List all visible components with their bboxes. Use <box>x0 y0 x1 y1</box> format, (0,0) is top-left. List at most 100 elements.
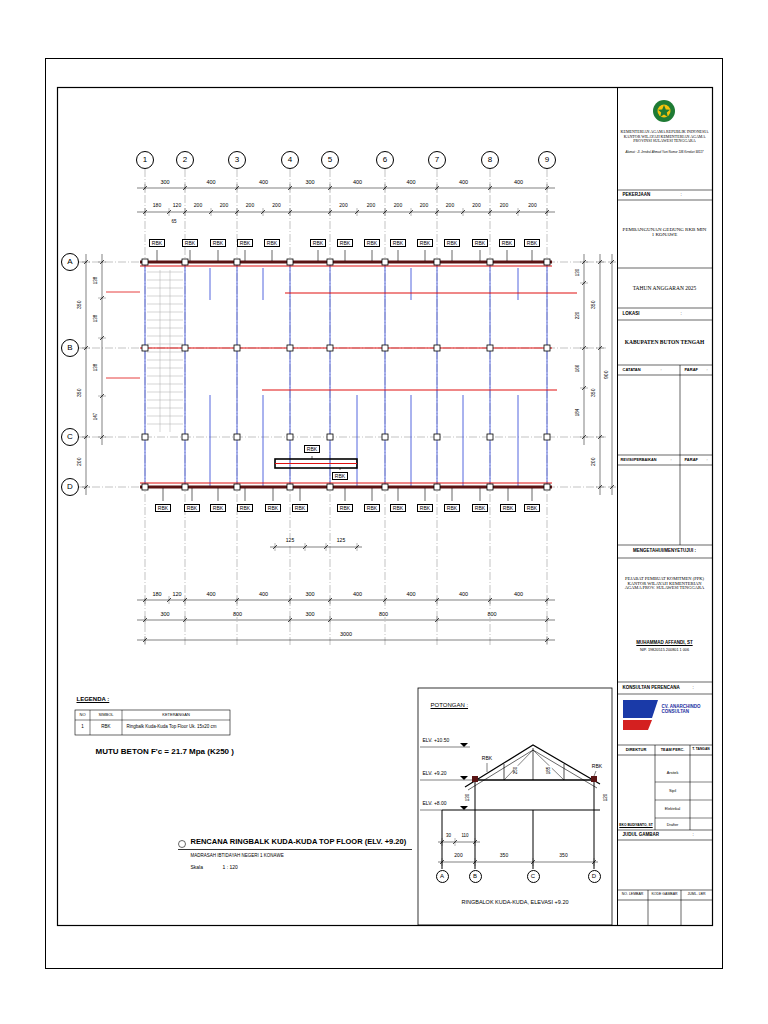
column <box>544 345 550 351</box>
roof-line <box>468 750 597 790</box>
rbk-tag: RBK <box>184 504 199 512</box>
grid-label: A <box>67 258 72 266</box>
dimension-line <box>102 254 103 445</box>
column <box>234 259 240 265</box>
column <box>234 434 240 440</box>
label-text: 400 <box>258 591 268 597</box>
label-text: CATATAN <box>622 368 641 372</box>
stair-hatch <box>147 280 183 281</box>
grid-bubble: 1 <box>136 151 154 169</box>
title-block-line <box>617 755 712 756</box>
label-text: 200 <box>193 203 202 209</box>
title-block-line <box>617 890 712 891</box>
column <box>142 345 148 351</box>
label-text: 400 <box>458 179 468 185</box>
grid-label: 8 <box>488 156 492 164</box>
rbk-tag: RBK <box>337 239 352 247</box>
tag-text: RBK <box>502 241 512 246</box>
rbk-tag: RBK <box>444 504 459 512</box>
rbk-tag: RBK <box>332 472 347 480</box>
column <box>287 434 293 440</box>
tag-leader <box>318 250 319 261</box>
label-text: 400 <box>352 179 362 185</box>
tag-text: RBK <box>447 506 457 511</box>
label-text: 350 <box>591 388 597 397</box>
title-block-line <box>655 745 656 830</box>
grid-line <box>79 348 606 349</box>
stair-hatch <box>147 312 183 313</box>
tag-leader <box>398 250 399 261</box>
extension-line <box>305 543 306 551</box>
label-text: MENGETAHUI/MENYETUJUI : <box>633 549 697 554</box>
label-text: 300 <box>305 179 315 185</box>
title-block-line <box>655 782 712 783</box>
extension-line <box>475 858 476 866</box>
column <box>182 345 188 351</box>
label-text: 400 <box>458 591 468 597</box>
consultant-logo <box>623 700 658 718</box>
label-text: 300 <box>305 591 315 597</box>
dimension-line <box>270 547 362 548</box>
title-block-line <box>617 465 712 466</box>
label-text: 200 <box>472 203 481 209</box>
tag-text: RBK <box>307 447 317 452</box>
column <box>327 259 333 265</box>
title-block-line <box>617 200 712 201</box>
truss-line <box>437 262 438 487</box>
tag-leader <box>163 488 164 501</box>
tag-leader <box>272 250 273 261</box>
grid-bubble: 6 <box>376 151 394 169</box>
tag-leader <box>345 250 346 261</box>
rbk-tag: RBK <box>310 239 325 247</box>
label-text: 130 <box>466 793 471 802</box>
ring-beam-section <box>472 776 478 782</box>
label-text: Drafter <box>666 823 679 827</box>
column <box>487 434 493 440</box>
label-text: : <box>706 458 708 462</box>
label-text: 250 <box>514 766 519 775</box>
label-text: PEJABAT PEMBUAT KOMITMEN (PPK) KANTOR WI… <box>619 577 710 592</box>
extension-line <box>82 348 90 349</box>
column <box>182 259 188 265</box>
truss-line <box>411 395 412 487</box>
ring-beam <box>475 779 594 780</box>
extension-line <box>547 616 548 624</box>
extension-line <box>211 208 212 216</box>
title-symbol <box>179 841 186 848</box>
stair-hatch <box>147 360 183 361</box>
label-text: 800 <box>378 611 388 617</box>
extension-line <box>490 184 491 192</box>
tag-text: RBK <box>313 241 323 246</box>
rbk-tag: RBK <box>264 239 279 247</box>
label-text: MUHAMMAD AFFANDI, ST <box>636 641 693 646</box>
label-text: POTONGAN : <box>430 702 469 709</box>
title-block-line <box>617 745 712 746</box>
tag-text: RBK <box>240 506 250 511</box>
ringbalk-line <box>262 389 557 390</box>
column-line <box>533 810 534 869</box>
column <box>327 345 333 351</box>
rbk-tag: RBK <box>292 504 307 512</box>
label-text: 65 <box>171 220 177 225</box>
extension-line <box>169 208 170 216</box>
label-text: 300 <box>160 611 170 617</box>
tag-text: RBK <box>295 506 305 511</box>
stair-hatch <box>147 408 183 409</box>
tag-leader <box>452 488 453 501</box>
label-text: 400 <box>206 179 216 185</box>
column <box>382 259 388 265</box>
label-text: 138 <box>94 314 99 323</box>
label-text: 350 <box>77 300 83 309</box>
extension-line <box>145 616 146 624</box>
truss-line <box>263 268 264 300</box>
rbk-tag: RBK <box>364 239 379 247</box>
grid-bubble: 7 <box>428 151 446 169</box>
elevation-line <box>420 810 442 811</box>
label-text: RBK <box>101 725 111 730</box>
label-text: ELV. +9.20 <box>422 771 447 777</box>
label-text: 400 <box>513 591 523 597</box>
column-line <box>442 810 443 869</box>
title-block-line <box>617 308 712 309</box>
rbk-tag: RBK <box>472 504 487 512</box>
